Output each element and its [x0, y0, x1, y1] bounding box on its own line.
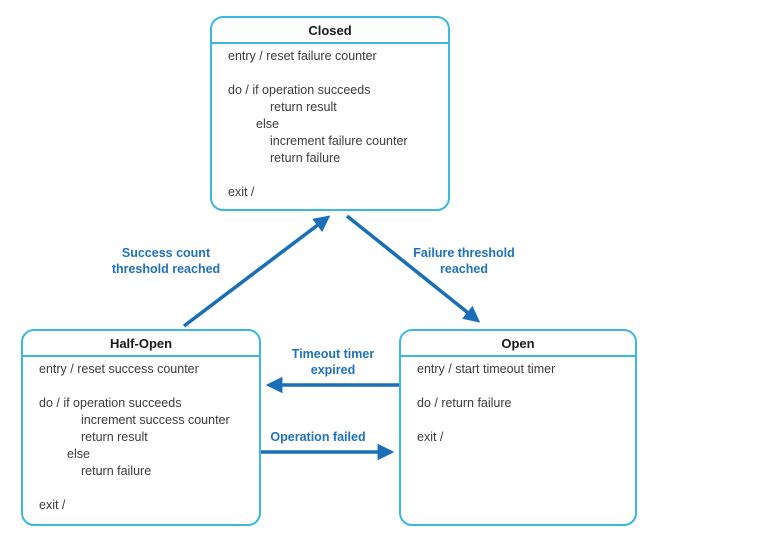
arrow-closed-to-open [345, 214, 481, 323]
state-body-line: return result [270, 100, 337, 114]
state-body-line: do / if operation succeeds [228, 83, 371, 97]
state-body-line: increment failure counter [270, 134, 408, 148]
state-body-line: entry / reset success counter [39, 362, 199, 376]
state-body-line: return failure [270, 151, 341, 165]
state-body-line: do / return failure [417, 396, 512, 410]
state-body-line: exit / [39, 498, 66, 512]
state-body-line: exit / [417, 430, 444, 444]
transition-label-line: Failure threshold [413, 246, 515, 260]
state-closed-title: Closed [212, 18, 448, 44]
state-body-line: entry / reset failure counter [228, 49, 377, 63]
state-body-line: entry / start timeout timer [417, 362, 556, 376]
transition-label-failure-threshold-reached: Failure threshold reached [354, 245, 574, 277]
transition-label-line: expired [310, 363, 356, 377]
transition-label-line: Timeout timer [291, 347, 375, 361]
arrow-half-open-to-closed [182, 215, 331, 328]
state-closed: Closed entry / reset failure counter do /… [210, 16, 450, 211]
state-open-body: entry / start timeout timer do / return f… [401, 357, 635, 446]
state-closed-body: entry / reset failure counter do / if ope… [212, 44, 448, 201]
state-body-line [417, 412, 627, 429]
state-open: Open entry / start timeout timer do / ret… [399, 329, 637, 526]
state-body-line [228, 167, 440, 184]
state-body-line: do / if operation succeeds [39, 396, 182, 410]
state-body-line [39, 378, 251, 395]
state-body-line: else [256, 117, 279, 131]
state-body-line [228, 65, 440, 82]
state-half-open-body: entry / reset success counter do / if ope… [23, 357, 259, 514]
state-body-line: exit / [228, 185, 255, 199]
state-body-line [39, 480, 251, 497]
transition-label-line: threshold reached [111, 262, 221, 276]
state-body-line: return result [81, 430, 148, 444]
transition-label-timeout-timer-expired: Timeout timer expired [233, 346, 433, 378]
transition-label-success-count-threshold-reached: Success count threshold reached [56, 245, 276, 277]
state-body-line: return failure [81, 464, 152, 478]
state-half-open: Half-Open entry / reset success counter d… [21, 329, 261, 526]
state-open-title: Open [401, 331, 635, 357]
transition-label-line: Operation failed [270, 430, 366, 444]
transition-label-operation-failed: Operation failed [218, 429, 418, 445]
state-body-line: increment success counter [81, 413, 230, 427]
transition-label-line: Success count [121, 246, 211, 260]
state-body-line: else [67, 447, 90, 461]
state-half-open-title: Half-Open [23, 331, 259, 357]
state-body-line [417, 378, 627, 395]
transition-label-line: reached [440, 262, 488, 276]
